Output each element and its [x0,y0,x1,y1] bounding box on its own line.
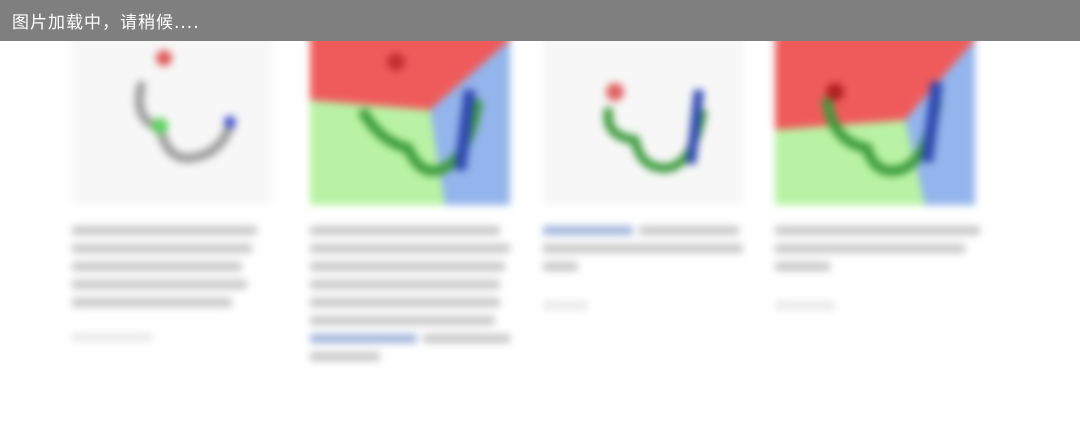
molecule-regions-icon [310,30,510,205]
gallery-card-1[interactable] [72,30,277,425]
image-loading-banner: 图片加载中，请稍候.... [0,0,1080,41]
card-caption-2 [310,226,510,370]
card-caption-3 [543,226,743,319]
loading-message: 图片加载中，请稍候.... [12,13,200,33]
molecule-green-icon [603,83,708,173]
molecule-thumbnail-4[interactable] [775,30,975,205]
card-caption-4 [775,226,980,319]
gallery-card-4[interactable] [775,30,980,425]
molecule-thumbnail-2[interactable] [310,30,510,205]
molecule-thumbnail-3[interactable] [543,30,743,205]
molecule-thumbnail-1[interactable] [72,30,272,205]
molecule-regions-alt-icon [775,30,975,205]
molecule-gray-icon [134,50,237,163]
gallery-card-3[interactable] [543,30,748,425]
card-caption-1 [72,226,272,351]
gallery-card-2[interactable] [310,30,515,425]
